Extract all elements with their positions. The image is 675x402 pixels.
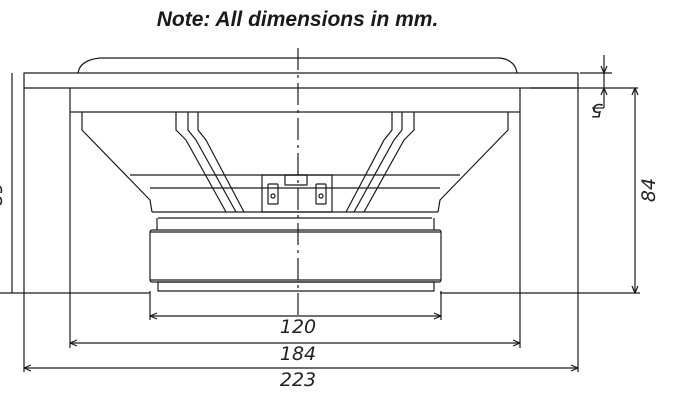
dim-label-mount: 184 xyxy=(280,343,316,365)
speaker-magnet xyxy=(149,218,442,292)
speaker-terminals xyxy=(267,183,327,205)
speaker-basket xyxy=(81,111,509,219)
dim-label-flange: 5 xyxy=(591,99,603,121)
dim-label-left-depth: 89 xyxy=(0,182,7,206)
width-dimension-lines xyxy=(23,88,579,372)
depth-dimension-lines xyxy=(440,55,640,294)
dimensions-note: Note: All dimensions in mm. xyxy=(156,8,439,31)
speaker-flange xyxy=(23,57,579,113)
dim-label-overall-width: 223 xyxy=(280,369,316,391)
dim-label-magnet: 120 xyxy=(280,316,316,338)
left-depth-dimension-lines xyxy=(0,73,150,294)
dim-label-depth: 84 xyxy=(638,178,660,202)
